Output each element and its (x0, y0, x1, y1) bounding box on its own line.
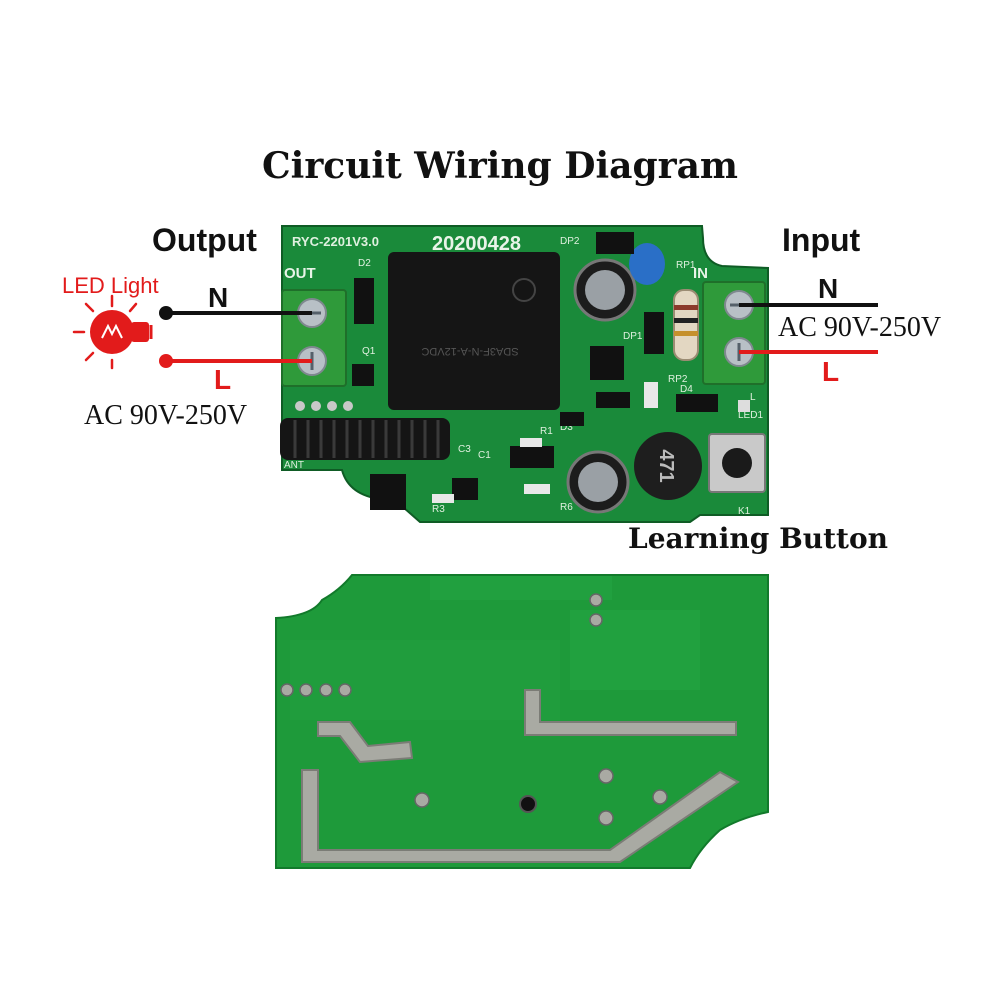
antenna-coil (280, 418, 450, 460)
solder-trace (301, 769, 740, 863)
input-l-label: L (822, 356, 840, 387)
silk-ref: R1 (540, 426, 553, 437)
blue-capacitor (629, 243, 665, 285)
transistor (452, 478, 478, 500)
led-bulb-icon (72, 294, 153, 370)
smd-part (596, 392, 630, 408)
silk-ref: DP1 (623, 331, 643, 342)
silk-ref: DP2 (560, 236, 580, 247)
diode-d4 (676, 394, 718, 412)
input-n-label: N (818, 273, 839, 304)
ic-chip (590, 346, 624, 380)
diode-dp1 (644, 312, 664, 354)
smd-resistor (520, 438, 542, 447)
silk-ref: D3 (560, 422, 573, 433)
solder-trace (317, 721, 414, 764)
led1 (738, 400, 750, 412)
silk-ref: RP1 (676, 260, 696, 271)
silk-ref: R3 (432, 504, 445, 515)
pcb-back (275, 574, 769, 869)
board-model-text: RYC-2201V3.0 (292, 234, 379, 249)
output-heading: Output (152, 222, 257, 258)
solder-trace (524, 689, 737, 736)
input-voltage-label: AC 90V-250V (778, 312, 942, 343)
learning-button-label: Learning Button (628, 522, 888, 555)
smd-part (510, 446, 554, 468)
wires (159, 303, 878, 368)
silk-ref: Q1 (362, 346, 376, 357)
pcb-front: RYC-2201V3.0 20200428 OUT IN D2 Q1 DP2 D… (280, 225, 769, 523)
silk-ref: K1 (738, 506, 751, 517)
board-date-code: 20200428 (432, 233, 521, 255)
silk-ref: C3 (458, 444, 471, 455)
output-n-label: N (208, 282, 229, 313)
live-node (159, 354, 173, 368)
smd-resistor (432, 494, 454, 503)
resistor (673, 289, 699, 361)
silk-ref: C1 (478, 450, 491, 461)
silk-ref: L (750, 392, 756, 403)
diagram-title: Circuit Wiring Diagram (262, 145, 738, 187)
silk-ref: D2 (358, 258, 371, 269)
smd-resistor (644, 382, 658, 408)
silk-ref: ANT (284, 460, 304, 471)
led-light-label: LED Light (62, 273, 159, 298)
neutral-node (159, 306, 173, 320)
relay (388, 252, 560, 410)
inductor (634, 432, 702, 500)
silk-ref: LED1 (738, 410, 763, 421)
output-l-label: L (214, 364, 232, 395)
diode-d2 (354, 278, 374, 324)
smd-part (560, 412, 584, 426)
smd-resistor (524, 484, 550, 494)
board-out-label: OUT (284, 265, 316, 282)
board-in-label: IN (693, 265, 708, 282)
silk-ref: RP2 (668, 374, 688, 385)
transistor-q1 (352, 364, 374, 386)
ic-chip (370, 474, 406, 510)
relay-marking: SDA3F-N-A-12VDC (421, 345, 518, 357)
silk-ref: D4 (680, 384, 693, 395)
inductor-code: 471 (655, 449, 677, 482)
diode-dp2 (596, 232, 634, 254)
output-voltage-label: AC 90V-250V (84, 400, 248, 431)
silk-ref: R6 (560, 502, 573, 513)
input-heading: Input (782, 222, 861, 258)
